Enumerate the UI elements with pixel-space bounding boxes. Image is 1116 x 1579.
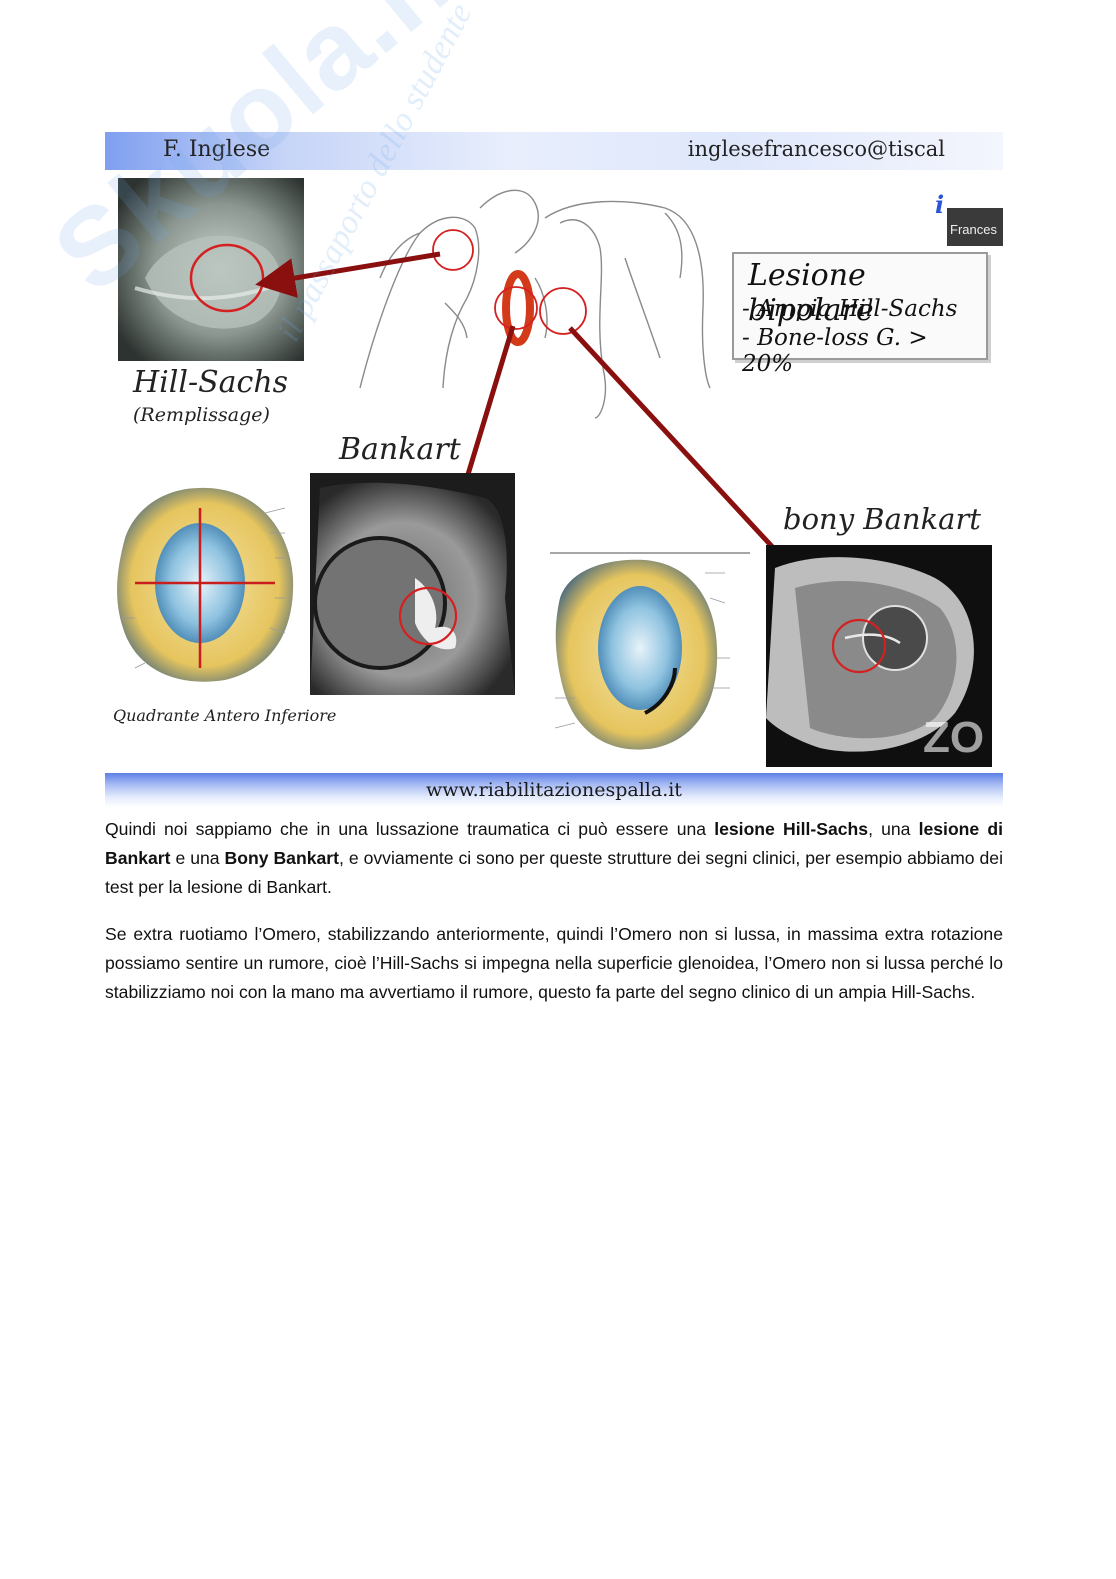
shoulder-line-drawing: [359, 189, 711, 419]
lesion-box-line1: - Ampia Hill-Sachs: [742, 296, 958, 322]
author-name: F. Inglese: [163, 137, 271, 162]
corner-watermark: ZO: [923, 713, 985, 762]
label-bankart: Bankart: [339, 432, 461, 467]
logo-i-icon: i: [935, 190, 945, 219]
logo-badge: Frances: [947, 208, 1003, 246]
term-bankart: lesione di Bankart: [105, 819, 1003, 868]
author-email: inglesefrancesco@tiscal: [687, 137, 945, 161]
label-remplissage: (Remplissage): [133, 404, 270, 426]
term-bony-bankart: Bony Bankart: [224, 848, 339, 868]
mri-bony-bankart-image: [766, 545, 992, 767]
lesion-bipolar-box: Lesione bipolare - Ampia Hill-Sachs - Bo…: [732, 252, 988, 377]
website-url: www.riabilitazionespalla.it: [426, 779, 682, 801]
slide-figure: F. Inglese inglesefrancesco@tiscal i Fra…: [105, 128, 1003, 808]
glenoid-labrum-mark: [502, 270, 534, 346]
lesion-box-line2: - Bone-loss G. > 20%: [742, 325, 928, 377]
label-hill-sachs: Hill-Sachs: [133, 365, 289, 400]
humeral-head-circle: [432, 229, 474, 271]
lesion-box-title: Lesione bipolare: [748, 258, 874, 328]
mri-bankart-image: [310, 473, 515, 695]
body-paragraph-1: Quindi noi sappiamo che in una lussazion…: [105, 819, 1003, 897]
glenoid-circle: [494, 286, 538, 330]
label-quadrant: Quadrante Antero Inferiore: [113, 706, 337, 725]
slide-footer-band: www.riabilitazionespalla.it: [105, 773, 1003, 807]
term-hill-sachs: lesione Hill-Sachs: [714, 819, 869, 839]
glenoid-anatomy-drawing-2: [550, 552, 750, 750]
bony-glenoid-circle: [539, 287, 587, 335]
slide-illustration: [117, 178, 992, 767]
glenoid-anatomy-drawing: [117, 487, 294, 682]
body-paragraph-2: Se extra ruotiamo l’Omero, stabilizzando…: [105, 924, 1003, 1002]
slide-header-band: F. Inglese inglesefrancesco@tiscal: [105, 132, 1003, 170]
label-bony-bankart: bony Bankart: [783, 502, 981, 536]
